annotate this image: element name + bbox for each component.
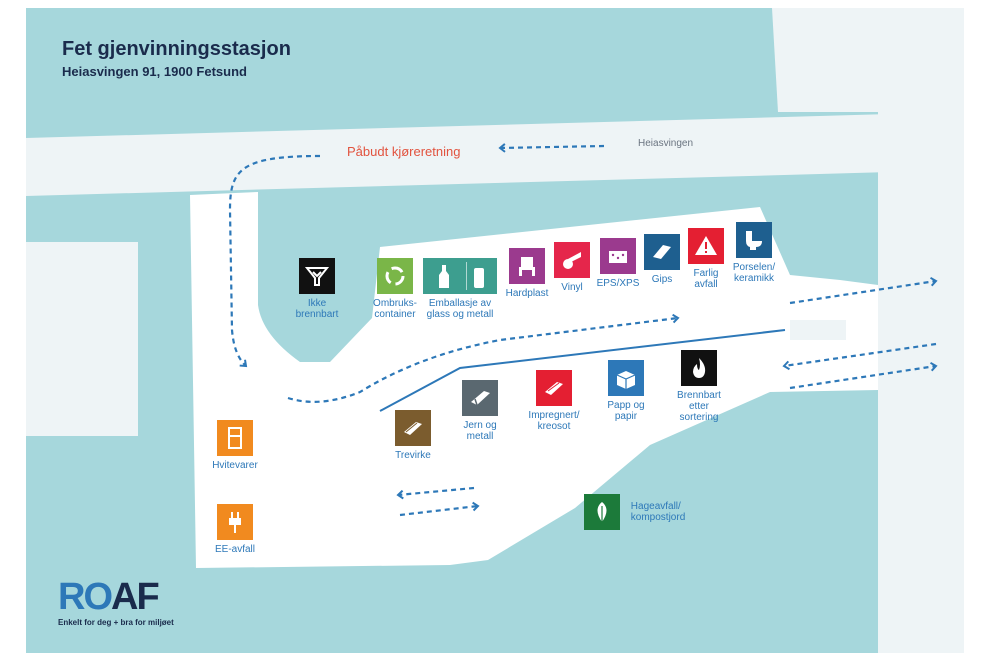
- station-porselen: Porselen/ keramikk: [728, 222, 780, 284]
- flame-icon: [681, 350, 717, 386]
- station-brennbart: Brennbart etter sortering: [670, 350, 728, 423]
- logo-wordmark: ROAF: [58, 576, 160, 618]
- arrow-exit-1: [789, 276, 938, 305]
- gypsum-board-icon: [644, 234, 680, 270]
- station-jern: Jern og metall: [456, 380, 504, 442]
- plug-icon: [217, 504, 253, 540]
- station-ee-avfall: EE-avfall: [206, 504, 264, 555]
- station-label: Trevirke: [395, 450, 431, 461]
- station-label: Gips: [651, 274, 673, 285]
- station-impregnert: Impregnert/ kreosot: [524, 370, 584, 432]
- roaf-logo: ROAF Enkelt for deg + bra for miljøet: [58, 578, 174, 627]
- station-farlig: Farlig avfall: [684, 228, 728, 290]
- station-label: Vinyl: [561, 282, 583, 293]
- toilet-icon: [736, 222, 772, 258]
- bottle-can-icon: [423, 258, 497, 294]
- station-label: Emballasje av glass og metall: [426, 298, 494, 320]
- arrow-exit-2: [782, 342, 937, 371]
- road: [26, 112, 964, 196]
- station-ikke-brennbart: Ikke brennbart: [286, 258, 348, 320]
- lane-line-1: [379, 329, 786, 412]
- chair-icon: [509, 248, 545, 284]
- recycle-icon: [377, 258, 413, 294]
- vinyl-roll-icon: [554, 242, 590, 278]
- station-label: Ikke brennbart: [295, 298, 339, 320]
- station-label: Farlig avfall: [693, 268, 719, 290]
- station-label: EE-avfall: [214, 544, 255, 555]
- treated-wood-icon: [536, 370, 572, 406]
- station-label: Hageavfall/ kompostjord: [630, 501, 686, 523]
- arrow-bottom-1: [396, 486, 475, 500]
- station-hageavfall: Hageavfall/ kompostjord: [584, 494, 714, 530]
- cardboard-icon: [608, 360, 644, 396]
- address: Heiasvingen 91, 1900 Fetsund: [62, 64, 247, 79]
- station-eps: EPS/XPS: [594, 238, 642, 289]
- page-title: Fet gjenvinningsstasjon: [62, 38, 291, 60]
- station-label: Porselen/ keramikk: [732, 262, 776, 284]
- small-pad: [790, 320, 846, 340]
- station-label: Hvitevarer: [212, 460, 258, 471]
- station-trevirke: Trevirke: [388, 410, 438, 461]
- metal-beam-icon: [462, 380, 498, 416]
- station-hardplast: Hardplast: [502, 248, 552, 299]
- site-area: [190, 192, 878, 568]
- station-label: Brennbart etter sortering: [677, 390, 721, 423]
- station-gips: Gips: [642, 234, 682, 285]
- station-ombruk: Ombruks- container: [366, 258, 424, 320]
- station-label: Hardplast: [505, 288, 549, 299]
- station-hvitevarer: Hvitevarer: [202, 420, 268, 471]
- arrow-bottom-2: [399, 501, 480, 517]
- arrow-entry: [228, 154, 321, 368]
- funnel-icon: [299, 258, 335, 294]
- station-vinyl: Vinyl: [550, 242, 594, 293]
- arrow-inner: [287, 313, 680, 403]
- station-label: EPS/XPS: [596, 278, 640, 289]
- warning-icon: [688, 228, 724, 264]
- station-label: Ombruks- container: [373, 298, 417, 320]
- station-papp: Papp og papir: [602, 360, 650, 422]
- logo-tagline: Enkelt for deg + bra for miljøet: [58, 618, 174, 627]
- land-block-left: [26, 242, 138, 436]
- arrow-exit-3: [789, 361, 938, 390]
- station-label: Jern og metall: [463, 420, 497, 442]
- eps-block-icon: [600, 238, 636, 274]
- leaf-icon: [584, 494, 620, 530]
- land-wedge-top: [772, 8, 964, 112]
- station-label: Impregnert/ kreosot: [528, 410, 580, 432]
- driving-direction-label: Påbudt kjøreretning: [347, 144, 461, 159]
- wood-icon: [395, 410, 431, 446]
- station-label: Papp og papir: [607, 400, 645, 422]
- road-name: Heiasvingen: [638, 138, 694, 149]
- station-emballasje: Emballasje av glass og metall: [420, 258, 500, 320]
- fridge-icon: [217, 420, 253, 456]
